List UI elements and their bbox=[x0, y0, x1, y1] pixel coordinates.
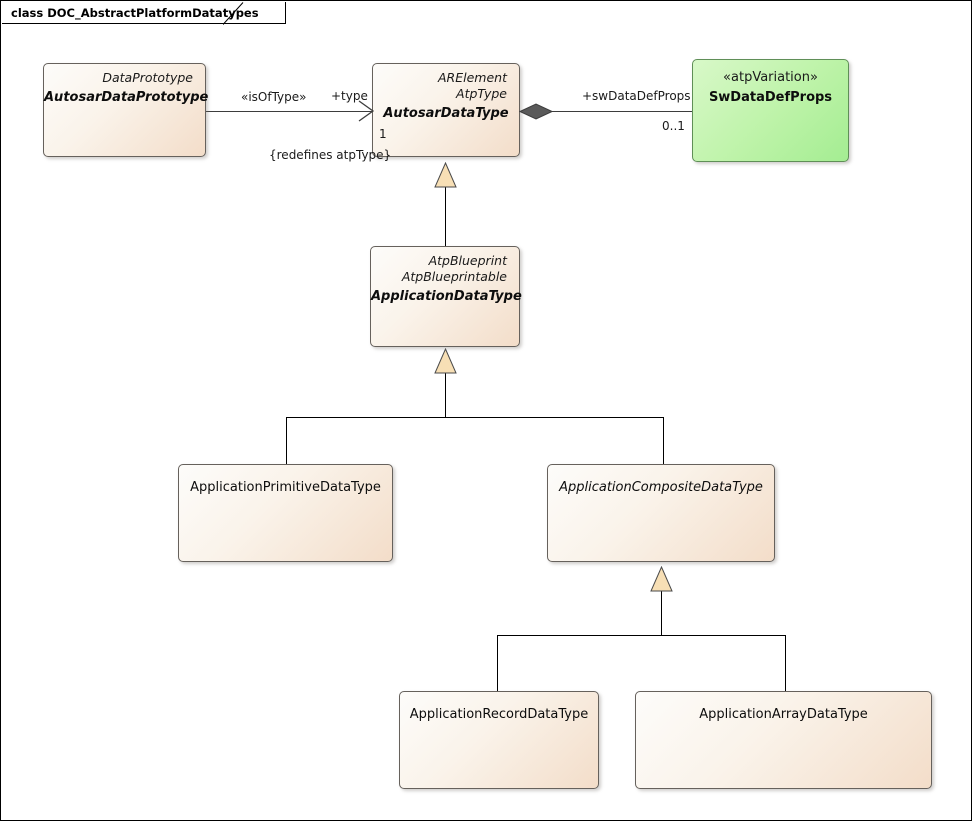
stereotype-label: AtpBlueprintable bbox=[401, 269, 507, 284]
connector-label-redefines-atptype: {redefines atpType} bbox=[269, 148, 392, 162]
class-name-sw-data-def-props: SwDataDefProps bbox=[708, 90, 833, 105]
generalization-triangle-icon-appdatatype bbox=[434, 162, 457, 188]
class-name-application-record-data-type: ApplicationRecordDataType bbox=[409, 707, 589, 722]
stereotype-label: «atpVariation» bbox=[723, 70, 818, 85]
connector-label-sw-data-def-props-role: +swDataDefProps bbox=[582, 89, 691, 103]
stereotype-stack-autosar-data-type: ARElement AtpType bbox=[373, 64, 519, 102]
class-box-application-data-type[interactable]: AtpBlueprint AtpBlueprintable Applicatio… bbox=[370, 246, 522, 347]
generalization-stem-composite-children bbox=[661, 591, 662, 636]
stereotype-label: AtpType bbox=[456, 86, 507, 101]
class-box-sw-data-def-props[interactable]: «atpVariation» SwDataDefProps bbox=[692, 59, 849, 162]
connector-sw-data-def-props-line bbox=[546, 111, 692, 112]
generalization-drop-record bbox=[497, 635, 498, 692]
generalization-drop-array bbox=[785, 635, 786, 692]
diagram-title-label: class DOC_AbstractPlatformDatatypes bbox=[11, 5, 259, 20]
generalization-stem-appdatatype bbox=[445, 187, 446, 246]
connector-multiplicity-type: 1 bbox=[379, 127, 387, 141]
class-box-autosar-data-type[interactable]: ARElement AtpType AutosarDataType bbox=[372, 63, 520, 157]
connector-multiplicity-sw-data-def-props: 0..1 bbox=[662, 119, 685, 133]
stereotype-label: DataPrototype bbox=[102, 70, 193, 85]
class-box-application-primitive-data-type[interactable]: ApplicationPrimitiveDataType bbox=[178, 464, 393, 562]
connector-label-is-of-type: «isOfType» bbox=[241, 90, 307, 104]
generalization-stem-appdatatype-children bbox=[445, 373, 446, 418]
class-name-application-primitive-data-type: ApplicationPrimitiveDataType bbox=[190, 480, 381, 495]
generalization-fork-bar-level3 bbox=[497, 635, 786, 636]
class-box-autosar-data-prototype[interactable]: DataPrototype AutosarDataPrototype bbox=[43, 63, 209, 157]
generalization-drop-primitive bbox=[286, 417, 287, 464]
class-name-application-array-data-type: ApplicationArrayDataType bbox=[699, 707, 868, 722]
stereotype-label: ARElement bbox=[438, 70, 507, 85]
generalization-fork-bar-level2 bbox=[286, 417, 664, 418]
stereotype-stack-application-data-type: AtpBlueprint AtpBlueprintable bbox=[371, 247, 519, 285]
generalization-drop-composite bbox=[663, 417, 664, 464]
generalization-triangle-icon-appdatatype-children bbox=[434, 348, 457, 374]
stereotype-label: AtpBlueprint bbox=[428, 253, 507, 268]
class-box-application-composite-data-type[interactable]: ApplicationCompositeDataType bbox=[547, 464, 775, 562]
class-name-application-composite-data-type: ApplicationCompositeDataType bbox=[559, 480, 763, 495]
class-box-application-array-data-type[interactable]: ApplicationArrayDataType bbox=[635, 691, 932, 789]
class-name-autosar-data-type: AutosarDataType bbox=[383, 106, 509, 121]
class-name-autosar-data-prototype: AutosarDataPrototype bbox=[44, 90, 209, 105]
class-box-application-record-data-type[interactable]: ApplicationRecordDataType bbox=[399, 691, 599, 789]
stereotype-stack-autosar-data-prototype: DataPrototype bbox=[44, 64, 205, 86]
connector-is-of-type-line bbox=[206, 111, 372, 112]
composition-diamond-icon bbox=[519, 103, 553, 120]
connector-label-type-role: +type bbox=[331, 89, 368, 103]
diagram-frame-title: class DOC_AbstractPlatformDatatypes bbox=[2, 2, 286, 24]
stereotype-stack-sw-data-def-props: «atpVariation» bbox=[693, 60, 848, 86]
open-arrow-head-icon bbox=[358, 100, 375, 122]
class-name-application-data-type: ApplicationDataType bbox=[371, 289, 522, 304]
generalization-triangle-icon-composite-children bbox=[650, 566, 673, 592]
